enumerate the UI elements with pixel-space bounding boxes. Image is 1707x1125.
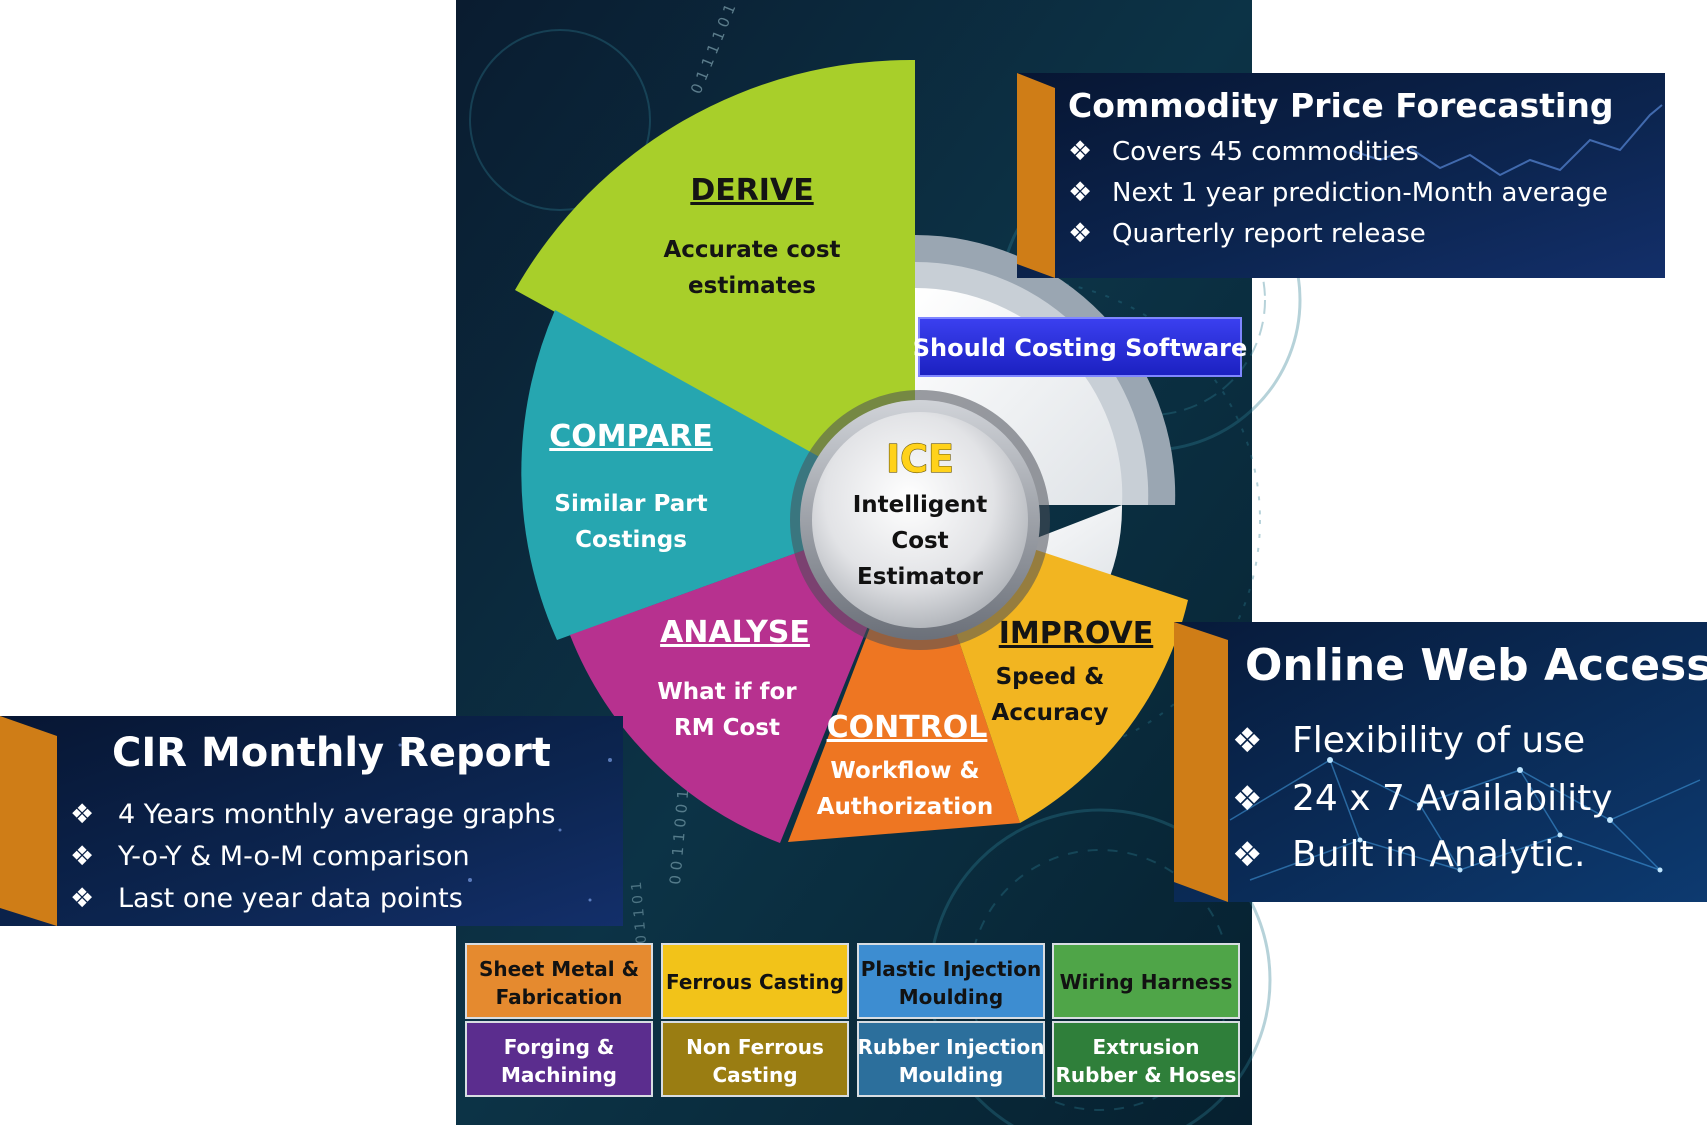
cir-bullet-icon-3: ❖ <box>70 883 94 914</box>
cir-bullet-3: Last one year data points <box>118 883 463 914</box>
starfield-decor <box>398 743 612 902</box>
analyse-line-1: What if for <box>657 679 797 705</box>
web-bullet-1: Flexibility of use <box>1292 720 1585 761</box>
category-tile-bg <box>465 1021 653 1097</box>
derive-title: DERIVE <box>690 173 813 208</box>
hub-line-3: Estimator <box>857 564 984 590</box>
web-bullet-icon-2: ❖ <box>1232 779 1262 819</box>
commodity-bullet-icon-2: ❖ <box>1068 177 1092 208</box>
control-title: CONTROL <box>827 710 988 745</box>
category-tile-label: Forging & <box>504 1035 615 1059</box>
web-bullet-icon-1: ❖ <box>1232 721 1262 761</box>
commodity-bullet-icon-3: ❖ <box>1068 218 1092 249</box>
category-tile-label: Extrusion <box>1093 1035 1200 1059</box>
category-tile: Ferrous Casting <box>661 943 849 1019</box>
web-bullet-3: Built in Analytic. <box>1292 834 1586 875</box>
analyse-line-2: RM Cost <box>674 715 780 741</box>
category-tile-label: Casting <box>712 1063 797 1087</box>
cir-report-panel: CIR Monthly Report ❖ 4 Years monthly ave… <box>0 716 623 926</box>
derive-line-1: Accurate cost <box>663 237 840 263</box>
online-web-access-panel: Online Web Access ❖ Flexibility of use ❖… <box>1174 622 1707 902</box>
hub-line-2: Cost <box>891 528 948 554</box>
improve-line-1: Speed & <box>996 664 1105 690</box>
category-tile-label: Machining <box>501 1063 617 1087</box>
commodity-bullet-1: Covers 45 commodities <box>1112 137 1419 167</box>
category-tile-bg <box>465 943 653 1019</box>
category-tile-label: Rubber Injection <box>857 1035 1044 1059</box>
segment-compare <box>521 310 915 640</box>
category-tile-bg <box>857 1021 1045 1097</box>
commodity-bullet-icon-1: ❖ <box>1068 136 1092 167</box>
commodity-forecasting-panel: Commodity Price Forecasting ❖ Covers 45 … <box>1017 73 1665 278</box>
category-tile-label: Ferrous Casting <box>666 970 844 994</box>
category-grid: Sheet Metal & Fabrication Ferrous Casting P… <box>465 943 1240 1097</box>
category-tile-label: Moulding <box>899 985 1003 1009</box>
category-tile-label: Rubber & Hoses <box>1056 1063 1237 1087</box>
derive-line-2: estimates <box>688 273 816 299</box>
network-nodes <box>1327 757 1663 873</box>
cir-bullet-2: Y-o-Y & M-o-M comparison <box>117 841 470 872</box>
web-bullet-icon-3: ❖ <box>1232 835 1262 875</box>
commodity-title: Commodity Price Forecasting <box>1068 86 1613 125</box>
category-tile-label: Sheet Metal & <box>479 957 639 981</box>
category-tile-bg <box>1052 1021 1240 1097</box>
compare-title: COMPARE <box>549 419 712 454</box>
category-tile-label: Wiring Harness <box>1060 970 1233 994</box>
category-tile-label: Plastic Injection <box>861 957 1042 981</box>
cir-bullet-1: 4 Years monthly average graphs <box>118 799 555 830</box>
web-bullet-2: 24 x 7 Availability <box>1292 778 1613 819</box>
cir-bullet-icon-1: ❖ <box>70 799 94 830</box>
cir-title: CIR Monthly Report <box>112 730 551 776</box>
category-tile-label: Moulding <box>899 1063 1003 1087</box>
category-tile: Forging & Machining <box>465 1021 653 1097</box>
compare-line-2: Costings <box>575 527 687 553</box>
control-line-2: Authorization <box>817 794 994 820</box>
price-chart-decor <box>1349 104 1663 177</box>
category-tile-label: Fabrication <box>496 985 623 1009</box>
cir-bullet-icon-2: ❖ <box>70 841 94 872</box>
category-tile: Sheet Metal & Fabrication <box>465 943 653 1019</box>
software-label-text: Should Costing Software <box>913 334 1248 362</box>
category-tile-bg <box>857 943 1045 1019</box>
category-tile-bg <box>661 1021 849 1097</box>
commodity-bullet-3: Quarterly report release <box>1112 219 1426 249</box>
web-title: Online Web Access <box>1245 640 1707 691</box>
commodity-bullet-2: Next 1 year prediction-Month average <box>1112 178 1608 208</box>
segment-control <box>788 510 1020 842</box>
improve-line-2: Accuracy <box>992 700 1109 726</box>
should-costing-software-label: Should Costing Software <box>913 317 1248 377</box>
category-tile: Wiring Harness <box>1052 943 1240 1019</box>
improve-title: IMPROVE <box>999 616 1154 651</box>
hub-line-1: Intelligent <box>853 492 988 518</box>
category-tile-bg <box>661 943 849 1019</box>
segment-derive <box>515 59 915 511</box>
category-tile-bg <box>1052 943 1240 1019</box>
hub-title: ICE <box>886 437 954 481</box>
analyse-title: ANALYSE <box>660 615 810 650</box>
ice-hub: ICE Intelligent Cost Estimator <box>790 390 1050 650</box>
compare-line-1: Similar Part <box>554 491 707 517</box>
control-line-1: Workflow & <box>830 758 979 784</box>
category-tile-label: Non Ferrous <box>686 1035 824 1059</box>
